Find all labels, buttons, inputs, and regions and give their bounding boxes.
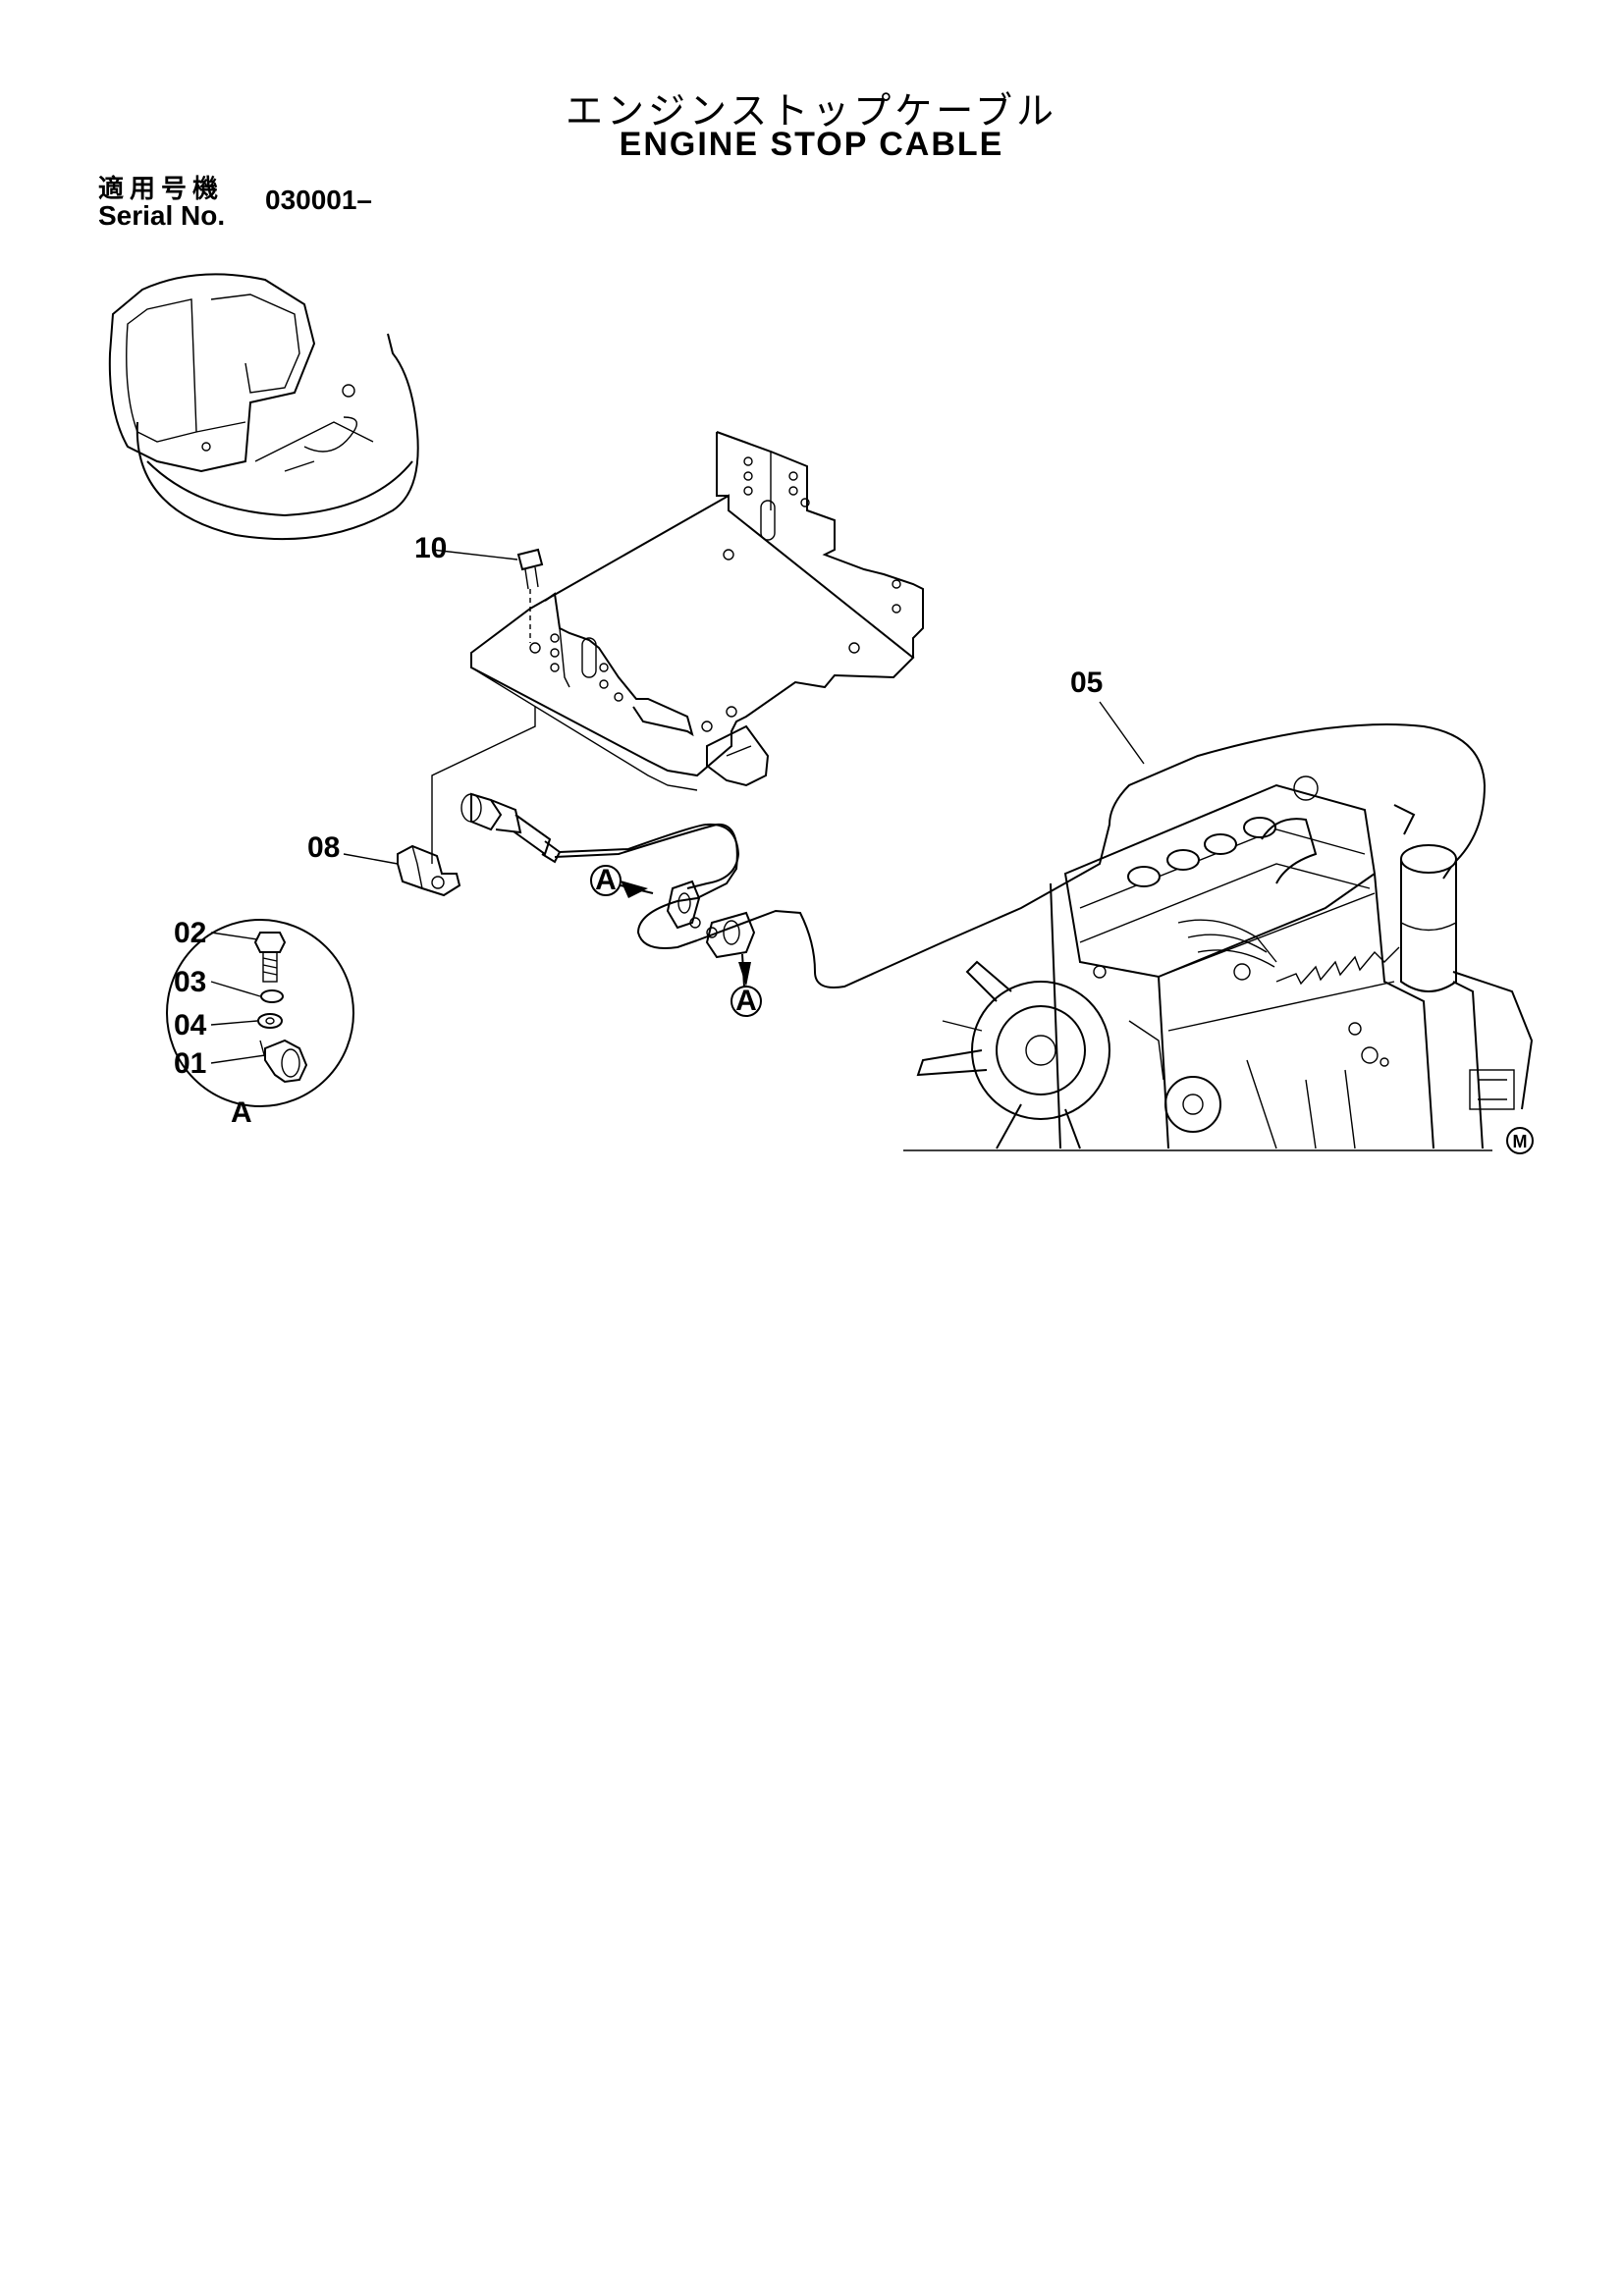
engine-assembly — [903, 775, 1534, 1151]
clamp-part-08 — [343, 844, 461, 897]
callout-02: 02 — [174, 917, 206, 949]
engine-stop-cable-05 — [554, 701, 1487, 988]
page-title-japanese: エンジンストップケーブル — [566, 89, 1057, 133]
callout-10: 10 — [414, 532, 447, 564]
callout-08: 08 — [307, 831, 340, 864]
arrow-a-label-left: A — [595, 864, 617, 896]
stop-cable-bracket — [431, 431, 924, 864]
cable-p-clamp-upper — [666, 880, 701, 930]
serial-label-japanese: 適用号機 — [98, 175, 225, 204]
serial-number-range: 030001– — [265, 185, 373, 215]
callout-04: 04 — [174, 1009, 207, 1041]
callout-01: 01 — [174, 1047, 206, 1080]
engine-stop-cable-head — [460, 792, 740, 889]
cable-p-clamp-lower — [705, 911, 756, 959]
page-title-english: ENGINE STOP CABLE — [619, 126, 1004, 163]
callout-05: 05 — [1070, 667, 1103, 699]
callout-03: 03 — [174, 966, 206, 998]
view-arrow-a-bottom — [730, 953, 762, 1017]
manual-mark-letter: M — [1513, 1132, 1528, 1151]
detail-view-a — [166, 919, 354, 1107]
excavator-location-thumbnail — [108, 273, 419, 541]
manual-mark: M — [1506, 1127, 1534, 1154]
detail-a-label: A — [231, 1096, 252, 1129]
view-arrow-a-left — [590, 865, 654, 898]
serial-label-english: Serial No. — [98, 200, 226, 231]
arrow-a-label-bottom: A — [735, 985, 757, 1017]
